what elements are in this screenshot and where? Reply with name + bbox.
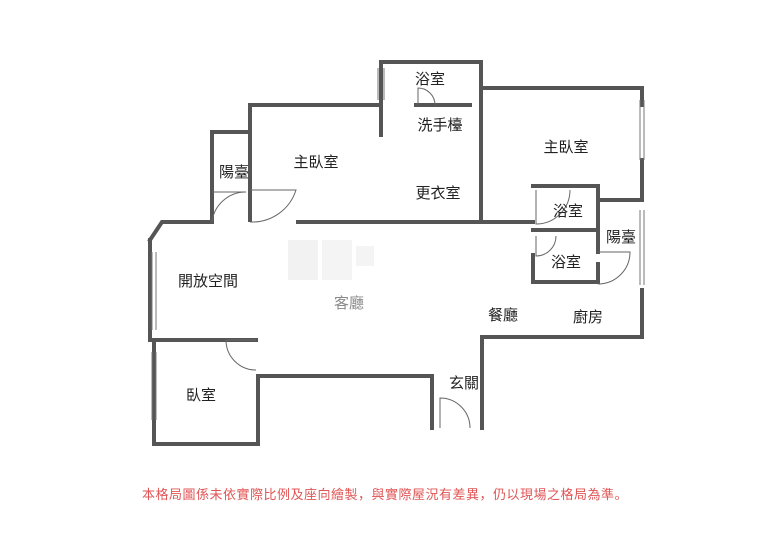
door-bath-mid-1 (535, 189, 571, 225)
outer-walls (147, 60, 644, 446)
floor-plan: 浴室 洗手檯 主臥室 陽臺 更衣室 主臥室 浴室 浴室 陽臺 開放空間 客廳 餐… (147, 60, 645, 446)
interior-walls (296, 103, 644, 284)
room-labels: 浴室 洗手檯 主臥室 陽臺 更衣室 主臥室 浴室 浴室 陽臺 開放空間 客廳 餐… (178, 70, 636, 404)
label-master-right: 主臥室 (543, 138, 588, 156)
door-bedroom (225, 339, 257, 371)
door-balcony-right (597, 251, 631, 285)
label-dining-room: 餐廳 (488, 306, 518, 324)
disclaimer-note: 本格局圖係未依實際比例及座向繪製，與實際屋況有差異，仍以現場之格局為準。 (141, 488, 628, 503)
label-bath-top: 浴室 (415, 70, 445, 88)
door-master-left (249, 189, 297, 223)
watermark (288, 240, 374, 280)
door-balcony-left (211, 191, 247, 223)
label-kitchen: 廚房 (573, 308, 603, 326)
label-balcony-left: 陽臺 (219, 163, 249, 181)
label-bedroom: 臥室 (186, 386, 216, 404)
label-powder-room: 洗手檯 (417, 116, 462, 134)
doors (211, 87, 631, 429)
label-bath-mid-1: 浴室 (553, 202, 583, 220)
door-bath-mid-2 (535, 235, 557, 257)
door-entrance (439, 397, 471, 429)
label-open-space: 開放空間 (178, 272, 238, 290)
label-master-left: 主臥室 (293, 153, 338, 171)
label-dressing-room: 更衣室 (415, 184, 460, 202)
label-balcony-right: 陽臺 (606, 228, 636, 246)
label-bath-mid-2: 浴室 (551, 253, 581, 271)
door-bath-top (417, 87, 436, 106)
label-entrance: 玄關 (449, 374, 479, 392)
windows (151, 68, 645, 420)
label-living-room: 客廳 (334, 294, 364, 312)
